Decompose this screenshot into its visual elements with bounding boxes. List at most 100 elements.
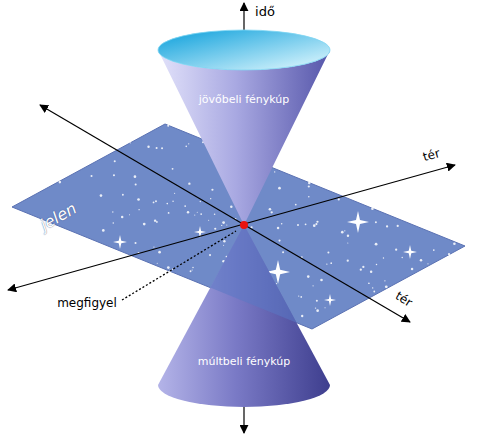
cone-label-text: múltbeli fénykúp [198, 355, 291, 368]
star-dot [161, 147, 163, 149]
cone-shape [156, 225, 332, 410]
sparkle-star [347, 211, 369, 233]
star-dot [147, 146, 149, 148]
star-dot [135, 183, 137, 185]
star-dot [373, 291, 375, 293]
star-dot [121, 216, 123, 218]
star-dot [313, 224, 316, 227]
star-dot [158, 251, 161, 254]
star-dot [134, 175, 137, 178]
star-dot [397, 225, 399, 227]
star-dot [167, 125, 169, 127]
cone-opening [158, 30, 330, 70]
star-dot [102, 229, 105, 232]
star-dot [156, 221, 158, 223]
star-dot [385, 285, 388, 288]
star-dot [200, 213, 202, 215]
star-dot [167, 266, 170, 269]
star-dot [172, 268, 173, 269]
star-dot [138, 209, 139, 210]
star-dot [282, 251, 284, 253]
star-dot [192, 267, 193, 268]
star-dot [411, 268, 413, 270]
past-cone: múltbeli fénykúp [156, 225, 332, 410]
star-dot [278, 239, 280, 241]
star-dot [315, 223, 317, 225]
star-dot [330, 262, 332, 264]
star-dot [300, 296, 302, 298]
star-dot [347, 235, 349, 237]
star-dot [384, 280, 385, 281]
star-dot [427, 263, 428, 264]
star-dot [154, 219, 156, 221]
sparkle-star [324, 294, 336, 306]
star-dot [156, 147, 158, 149]
star-dot [341, 231, 344, 234]
star-dot [298, 295, 299, 296]
star-dot [305, 223, 307, 225]
space-axis-label: tér [422, 147, 442, 164]
star-dot [166, 203, 168, 205]
star-dot [347, 243, 348, 244]
star-dot [185, 146, 187, 148]
plane-tint [12, 124, 465, 329]
star-dot [210, 198, 211, 199]
cone-body [158, 50, 330, 225]
sparkle-star [113, 235, 127, 249]
star-dot [453, 242, 456, 245]
star-dot [113, 222, 114, 223]
star-dot [301, 315, 303, 317]
star-dot [122, 194, 124, 196]
star-dot [214, 228, 216, 230]
star-dot [223, 245, 224, 246]
cone-label-text: jövőbeli fénykúp [199, 93, 290, 106]
star-dot [375, 243, 378, 246]
star-dot [271, 211, 273, 213]
star-dot [168, 212, 170, 214]
star-dot [401, 257, 402, 258]
star-dot [371, 207, 374, 210]
star-dot [386, 225, 388, 227]
star-dot [308, 196, 310, 198]
star-dot [153, 246, 154, 247]
star-dot [157, 263, 158, 264]
cone-label: múltbeli fénykúp [156, 356, 332, 369]
star-dot [327, 252, 329, 254]
star-dot [360, 268, 362, 270]
star-dot [316, 309, 319, 312]
star-dot [338, 198, 340, 200]
star-dot [274, 171, 275, 172]
star-dot [184, 205, 186, 207]
star-dot [297, 224, 299, 226]
star-dot [448, 253, 450, 255]
star-dot [383, 257, 384, 258]
star-dot [112, 211, 113, 212]
star-dot [223, 240, 225, 242]
star-dot [316, 221, 318, 223]
star-dot [281, 223, 283, 225]
star-dot [153, 202, 155, 204]
cone-shape [156, 28, 332, 228]
sparkle-star [403, 245, 417, 259]
star-dot [192, 270, 193, 271]
star-dot [59, 181, 62, 184]
star-dot [100, 194, 103, 197]
star-dot [194, 215, 195, 216]
star-dot [209, 254, 211, 256]
star-dot [308, 185, 310, 187]
star-dot [362, 266, 364, 268]
star-dot [269, 208, 272, 211]
star-dot [320, 279, 323, 282]
star-dot [376, 264, 378, 266]
star-dot [316, 300, 318, 302]
star-dot [129, 214, 130, 215]
star-dot [308, 182, 310, 184]
star-dot [420, 259, 423, 262]
star-dot [137, 198, 140, 201]
star-dot [307, 275, 310, 278]
star-dot [295, 204, 297, 206]
star-dot [433, 249, 435, 251]
space-axis [8, 165, 455, 290]
star-dot [172, 168, 174, 170]
